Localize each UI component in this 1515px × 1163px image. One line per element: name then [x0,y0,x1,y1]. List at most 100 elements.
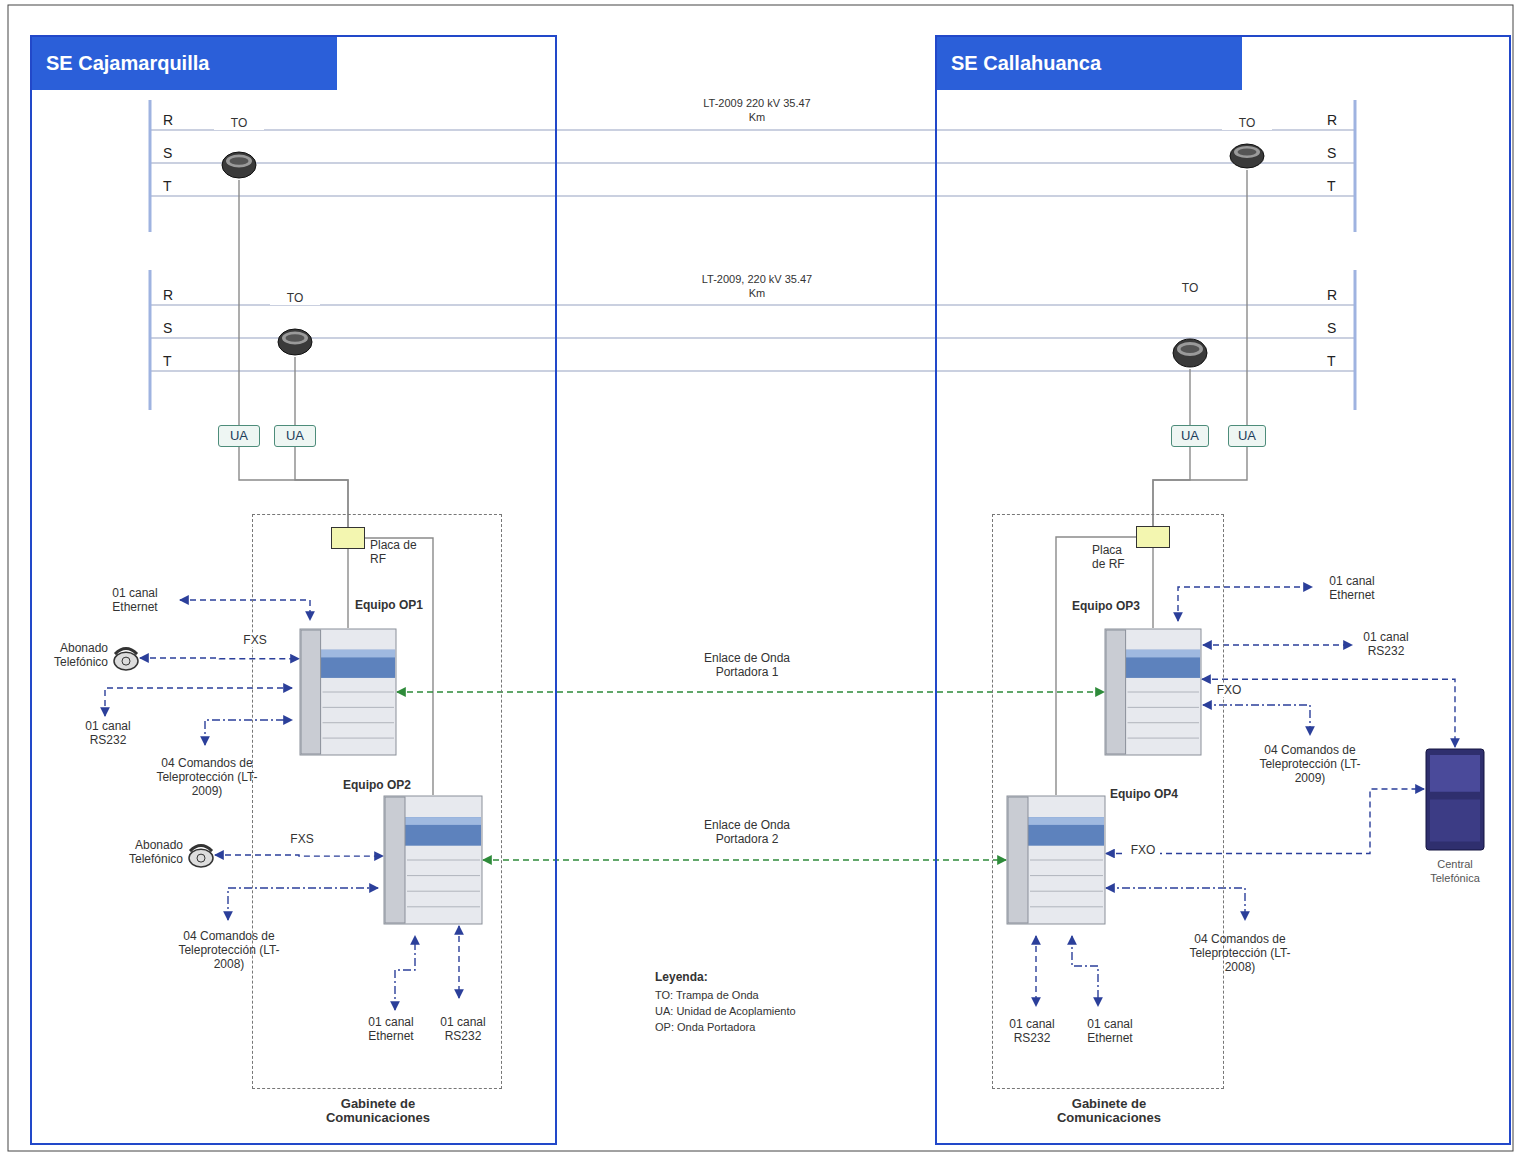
phase-letter: R [163,287,177,303]
edge-label: Enlace de Onda Portadora 1 [690,651,804,679]
voice-link [1202,679,1455,747]
node-label: Abonado Telefónico [117,838,183,866]
device-panel [301,630,321,754]
device-slot [407,860,480,861]
phone-body [114,652,138,670]
power-feed [295,447,348,527]
carrier-link [397,691,1104,692]
channel-label: 04 Comandos de Teleprotección (LT-2009) [1250,743,1370,785]
node-label: Abonado Telefónico [42,641,108,669]
substation-region: SE CallahuancaTOTOUAUAGabinete de Comuni… [935,35,1511,1145]
device-slot [1128,722,1199,723]
node-label: TO [214,116,264,130]
node-shape [112,645,140,671]
phone-dial [122,657,130,665]
channel-label: 01 canal Ethernet [1318,574,1386,602]
legend-entry: OP: Onda Portadora [655,1020,755,1034]
wave-trap-body [278,329,312,355]
carrier-equipment: Equipo OP1 [299,628,397,756]
device-case [1007,796,1105,924]
power-feed [347,549,348,628]
region-title: SE Callahuanca [951,51,1101,75]
node-shape [220,150,258,180]
edge-label: Enlace de Onda Portadora 2 [690,818,804,846]
edge-label: FXS [285,832,319,846]
channel-label: 01 canal RS232 [1001,1017,1063,1045]
phase-letter: R [1327,112,1341,128]
device-slot [1030,875,1103,876]
channel-label: 04 Comandos de Teleprotección (LT-2008) [168,929,290,971]
device-band-light [405,817,481,825]
device-slot [1030,906,1103,907]
wave-trap: TO [1228,142,1266,170]
node-label: UA [219,426,259,446]
channel-label: 01 canal Ethernet [1078,1017,1142,1045]
wave-trap: TO [220,150,258,180]
node-label: Equipo OP3 [1072,599,1150,613]
carrier-equipment: Equipo OP3 [1104,628,1202,756]
substation-region: SE CajamarquillaTOTOUAUAGabinete de Comu… [30,35,557,1145]
legend-heading: Leyenda: [655,970,735,984]
node-shape [1228,142,1266,170]
node-label: TO [270,291,320,305]
edge-label: FXO [1126,843,1160,857]
phase-letter: R [1327,287,1341,303]
wave-trap-core [1238,149,1257,156]
exchange-upper [1430,755,1480,792]
node-shape [276,327,314,357]
rf-board: Placa de RF [1136,526,1170,548]
power-feed [1152,548,1153,628]
carrier-equipment: Equipo OP2 [383,795,483,925]
wave-trap-top [1234,146,1260,158]
phone-handset [190,846,212,852]
busbars [150,130,1355,371]
phase-letter: R [163,112,177,128]
wave-trap-core [230,157,249,165]
busbar-ends [150,100,1355,410]
voice-link [140,657,299,659]
device-panel [1106,630,1126,754]
power-feed [1246,170,1247,425]
device-case [300,629,396,755]
node-label: UA [1229,426,1265,446]
channel-label: 01 canal RS232 [432,1015,494,1043]
device-slot [1030,891,1103,892]
node-label: Gabinete de Comunicaciones [1024,1097,1194,1125]
device-slot [1128,707,1199,708]
node-shape [299,628,397,756]
telephone-subscriber: Abonado Telefónico [112,645,140,671]
phase-letter: T [163,353,177,369]
phone-handset [115,649,137,655]
device-band-light [321,650,395,658]
node-label: Equipo OP2 [343,778,423,792]
channel-label: 04 Comandos de Teleprotección (LT-2009) [148,756,266,798]
phone-body [189,849,213,867]
device-slot [323,707,394,708]
node-shape [383,795,483,925]
legend-entry: UA: Unidad de Acoplamiento [655,1004,796,1018]
power-feed [238,180,239,425]
device-slot [1128,692,1199,693]
wave-trap-top [282,332,308,345]
device-slot [1128,738,1199,739]
device-band [1028,817,1104,846]
region-title: SE Cajamarquilla [46,51,209,75]
wave-trap-core [1181,345,1200,353]
device-slot [1030,860,1103,861]
device-band [321,650,395,678]
device-band-light [1126,650,1200,658]
node-shape [187,842,215,868]
phase-letter: S [163,320,177,336]
node-label: Placa de RF [370,538,422,566]
channel-label: 01 canal RS232 [78,719,138,747]
phase-letter: T [1327,353,1341,369]
wave-trap-core [286,334,305,342]
communications-cabinet: Gabinete de ComunicacionesPlaca de RFEqu… [252,514,502,1089]
phase-letter: T [163,178,177,194]
wave-trap-body [222,152,256,178]
coupling-unit: UA [218,425,260,447]
phase-letter: S [1327,145,1341,161]
node-label: Equipo OP1 [355,598,435,612]
device-slot [407,891,480,892]
node-label: TO [1165,281,1215,295]
